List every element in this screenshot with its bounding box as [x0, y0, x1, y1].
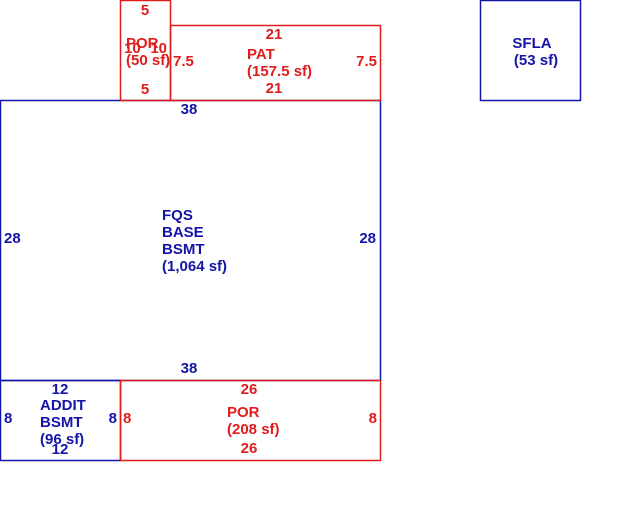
- patio-name: PAT: [247, 46, 275, 63]
- patio-bottom-dimension: 21: [266, 80, 283, 97]
- base-basement-line1: FQS: [162, 207, 193, 224]
- base-basement-left-dimension: 28: [4, 230, 21, 247]
- small-porch-labels: 5 5 10 10 POR (50 sf): [124, 2, 170, 98]
- patio-top-dimension: 21: [266, 26, 283, 43]
- small-porch-left-dimension: 10: [124, 40, 141, 57]
- patio-area: (157.5 sf): [247, 63, 312, 80]
- small-porch-outline: [119, 0, 172, 102]
- additional-basement-top-dimension: 12: [52, 381, 69, 398]
- small-porch-name: POR: [126, 35, 159, 52]
- additional-basement-line1: ADDIT: [40, 397, 86, 414]
- sfla-name: SFLA: [512, 35, 551, 52]
- front-porch-right-dimension: 8: [369, 410, 377, 427]
- base-basement-line3: BSMT: [162, 241, 205, 258]
- additional-basement-labels: ADDIT BSMT (96 sf) 12 12 8 8: [4, 381, 117, 458]
- front-porch-name: POR: [227, 404, 260, 421]
- additional-basement-line2: BSMT: [40, 414, 83, 431]
- additional-basement-right-dimension: 8: [109, 410, 117, 427]
- front-porch-left-dimension: 8: [123, 410, 131, 427]
- sfla-label: SFLA (53 sf): [512, 35, 558, 69]
- base-basement-right-dimension: 28: [359, 230, 376, 247]
- small-porch-bottom-dimension: 5: [141, 81, 149, 98]
- sfla-outline: [479, 0, 582, 102]
- front-porch-outline: [119, 379, 382, 462]
- front-porch-top-dimension: 26: [241, 381, 258, 398]
- front-porch-area: (208 sf): [227, 421, 280, 438]
- small-porch-top-dimension: 5: [141, 2, 149, 19]
- front-porch-bottom-dimension: 26: [241, 440, 258, 457]
- additional-basement-left-dimension: 8: [4, 410, 12, 427]
- base-basement-line2: BASE: [162, 224, 204, 241]
- additional-basement-area: (96 sf): [40, 431, 84, 448]
- base-basement-area: (1,064 sf): [162, 258, 227, 275]
- small-porch-right-dimension: 10: [150, 40, 167, 57]
- patio-right-dimension: 7.5: [356, 53, 377, 70]
- additional-basement-bottom-dimension: 12: [52, 441, 69, 458]
- base-basement-bottom-dimension: 38: [181, 360, 198, 377]
- small-porch-area: (50 sf): [126, 52, 170, 69]
- base-basement-labels: FQS BASE BSMT (1,064 sf) 38 38 28 28: [4, 101, 376, 377]
- patio-labels: PAT (157.5 sf) 21 21 7.5 7.5: [173, 26, 377, 97]
- front-porch-labels: POR (208 sf) 26 26 8 8: [123, 381, 377, 457]
- base-basement-top-dimension: 38: [181, 101, 198, 118]
- patio-left-dimension: 7.5: [173, 53, 194, 70]
- sfla-area: (53 sf): [514, 52, 558, 69]
